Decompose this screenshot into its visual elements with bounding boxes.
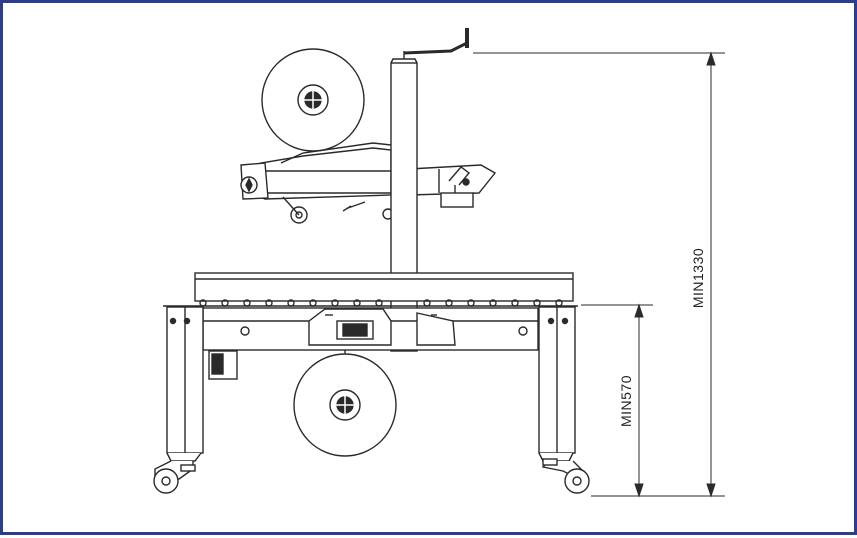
- central-column: [390, 28, 469, 352]
- overall-height-dimension: [473, 51, 725, 498]
- right-leg: [538, 306, 576, 462]
- left-leg: [166, 306, 238, 462]
- left-caster: [153, 460, 196, 494]
- table-height-dimension: [581, 303, 653, 498]
- right-caster: [541, 458, 590, 494]
- upper-tape-head-assembly: [240, 142, 497, 224]
- conveyor-table: [163, 272, 578, 351]
- lower-tape-roll: [293, 350, 397, 457]
- upper-tape-roll: [261, 48, 365, 152]
- conveyor-rollers: [199, 299, 563, 307]
- case-sealer-drawing: MIN1330 MIN570: [153, 28, 725, 498]
- table-height-label: MIN570: [618, 375, 634, 427]
- overall-height-label: MIN1330: [690, 248, 706, 308]
